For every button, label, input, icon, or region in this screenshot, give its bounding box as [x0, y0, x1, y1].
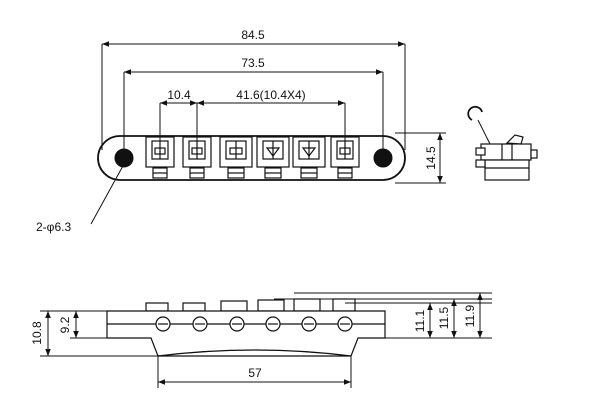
dim-heights-right: 11.1 11.5 11.9 [274, 292, 492, 339]
retaining-clip [467, 105, 483, 121]
saddles-top [145, 136, 360, 179]
top-view: 84.5 73.5 10.4 41.6(10.4X4) 14.5 [36, 28, 446, 234]
label-total-width: 84.5 [241, 28, 265, 42]
stud-hole-right [373, 148, 393, 168]
label-stud-holes: 2-φ6.3 [36, 220, 71, 234]
label-saddle-span: 41.6(10.4X4) [236, 88, 305, 102]
intonation-screws [155, 316, 353, 332]
label-base-length: 57 [248, 366, 262, 380]
label-height-a: 10.8 [30, 321, 44, 345]
dim-total-width: 84.5 [101, 28, 406, 150]
label-height-e: 11.9 [463, 304, 477, 327]
saddle-4 [256, 136, 290, 179]
label-height-c: 11.1 [413, 309, 427, 332]
dim-stud-spacing: 73.5 [123, 56, 384, 150]
dim-bridge-height: 14.5 [395, 132, 446, 184]
label-height-d: 11.5 [437, 306, 451, 329]
callout-stud-holes: 2-φ6.3 [36, 163, 125, 234]
dim-base-length: 57 [157, 356, 352, 388]
dim-saddle-pitch: 10.4 41.6(10.4X4) [159, 88, 346, 150]
saddle-2 [182, 136, 212, 179]
label-bridge-height: 14.5 [424, 146, 438, 170]
label-saddle-pitch: 10.4 [167, 88, 191, 102]
label-stud-spacing: 73.5 [241, 56, 265, 70]
saddle-6 [330, 136, 360, 179]
bridge-body-top [97, 135, 406, 181]
saddle-5 [292, 136, 326, 179]
label-height-b: 9.2 [58, 316, 72, 333]
side-view [467, 105, 538, 181]
saddle-3 [219, 136, 253, 179]
dim-height-b: 9.2 [58, 311, 107, 339]
front-view: 10.8 9.2 11.1 11.5 11.9 57 [30, 292, 492, 388]
